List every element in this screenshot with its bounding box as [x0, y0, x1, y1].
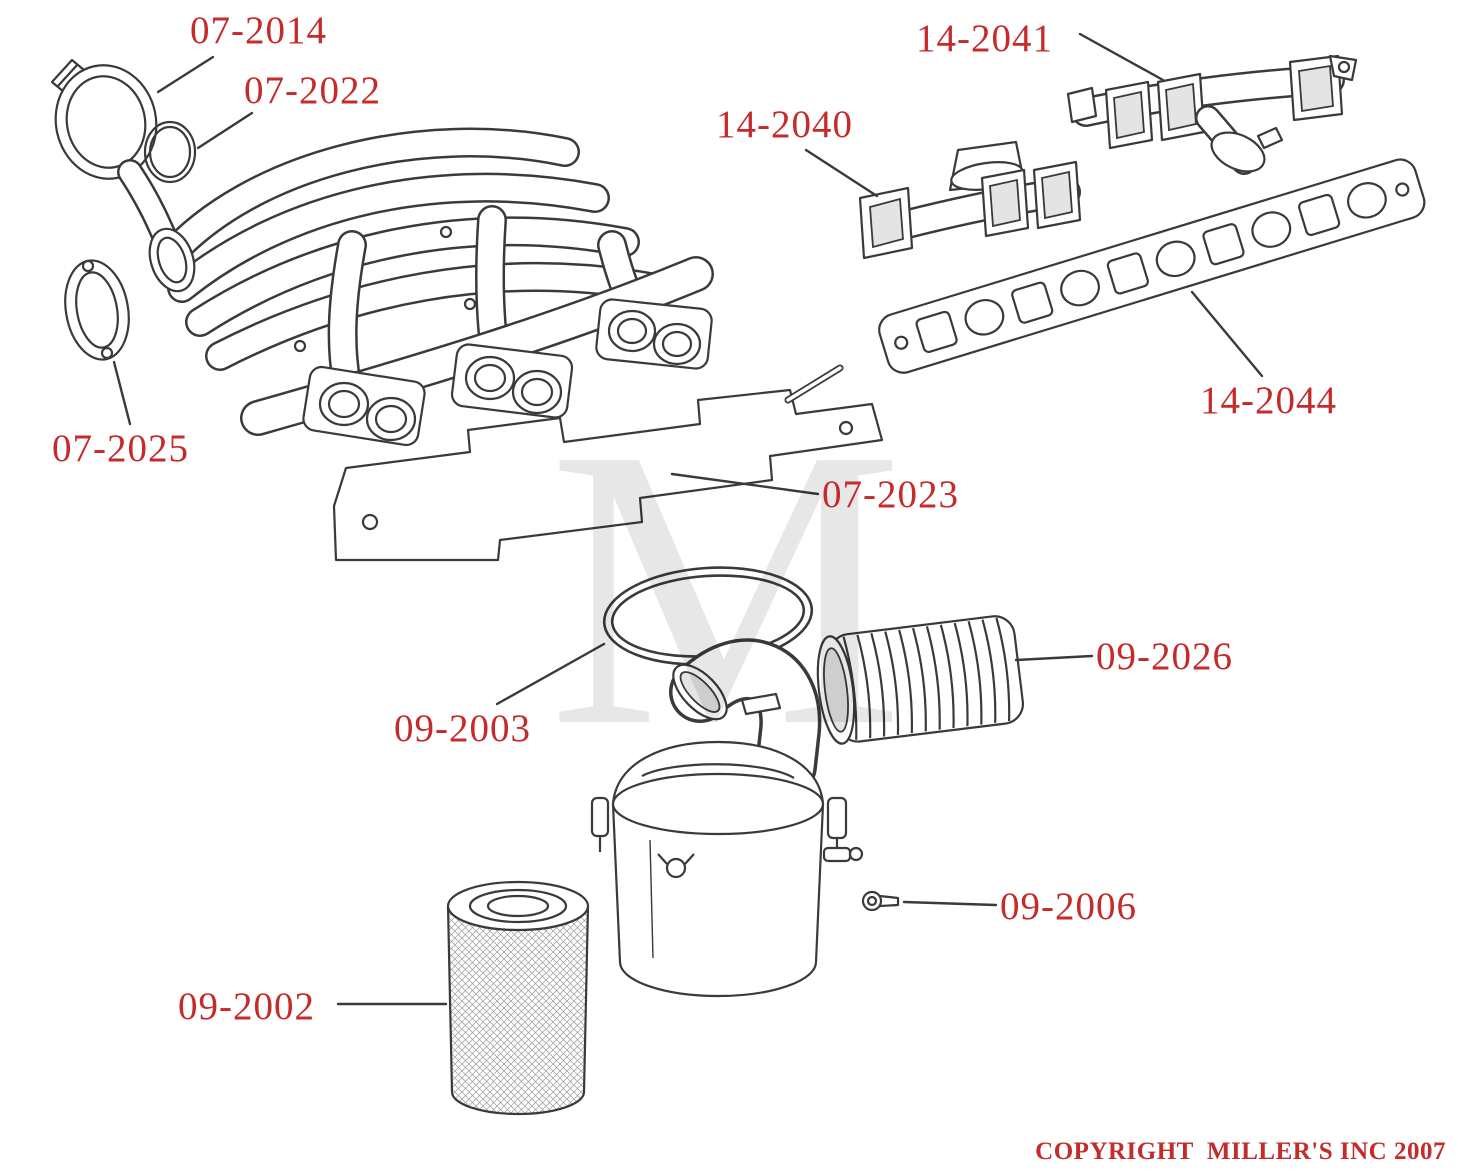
- part-label-09-2003: 09-2003: [394, 707, 531, 750]
- leader-07-2014: [156, 55, 215, 94]
- leader-09-2026: [1014, 654, 1094, 662]
- part-label-14-2041: 14-2041: [916, 17, 1053, 60]
- copyright-text: COPYRIGHT MILLER'S INC 2007: [1035, 1138, 1446, 1165]
- part-label-07-2025: 07-2025: [52, 427, 189, 470]
- manifold-gasket-drawing: [878, 158, 1426, 374]
- leader-lines: [112, 32, 1264, 1006]
- part-label-07-2014: 07-2014: [190, 9, 327, 52]
- intake-manifold-drawing: [117, 127, 714, 447]
- part-label-14-2040: 14-2040: [716, 103, 853, 146]
- exhaust-manifold-rear-drawing: [1066, 54, 1358, 175]
- hose-clamp-drawing: [50, 58, 158, 180]
- leader-14-2044: [1190, 290, 1264, 378]
- part-label-09-2002: 09-2002: [178, 985, 315, 1028]
- leader-14-2041: [1078, 32, 1165, 82]
- filter-element-drawing: [446, 880, 590, 1116]
- air-cleaner-drawing: [590, 638, 864, 998]
- heat-shield-gasket-drawing: [332, 364, 884, 562]
- flange-gasket-drawing: [64, 259, 130, 361]
- part-label-09-2006: 09-2006: [1000, 885, 1137, 928]
- leader-07-2022: [196, 111, 254, 150]
- part-label-07-2023: 07-2023: [822, 473, 959, 516]
- part-label-14-2044: 14-2044: [1200, 379, 1337, 422]
- leader-07-2025: [112, 360, 132, 426]
- part-label-09-2026: 09-2026: [1096, 635, 1233, 678]
- exhaust-manifold-front-drawing: [858, 140, 1082, 260]
- leader-09-2006: [902, 900, 998, 907]
- flex-hose-drawing: [816, 615, 1025, 745]
- small-o-ring-drawing: [143, 120, 197, 184]
- part-label-07-2022: 07-2022: [244, 69, 381, 112]
- leader-09-2003: [495, 642, 606, 706]
- leader-07-2023: [670, 472, 820, 496]
- small-fitting-drawing: [861, 890, 900, 912]
- leader-14-2040: [804, 148, 879, 198]
